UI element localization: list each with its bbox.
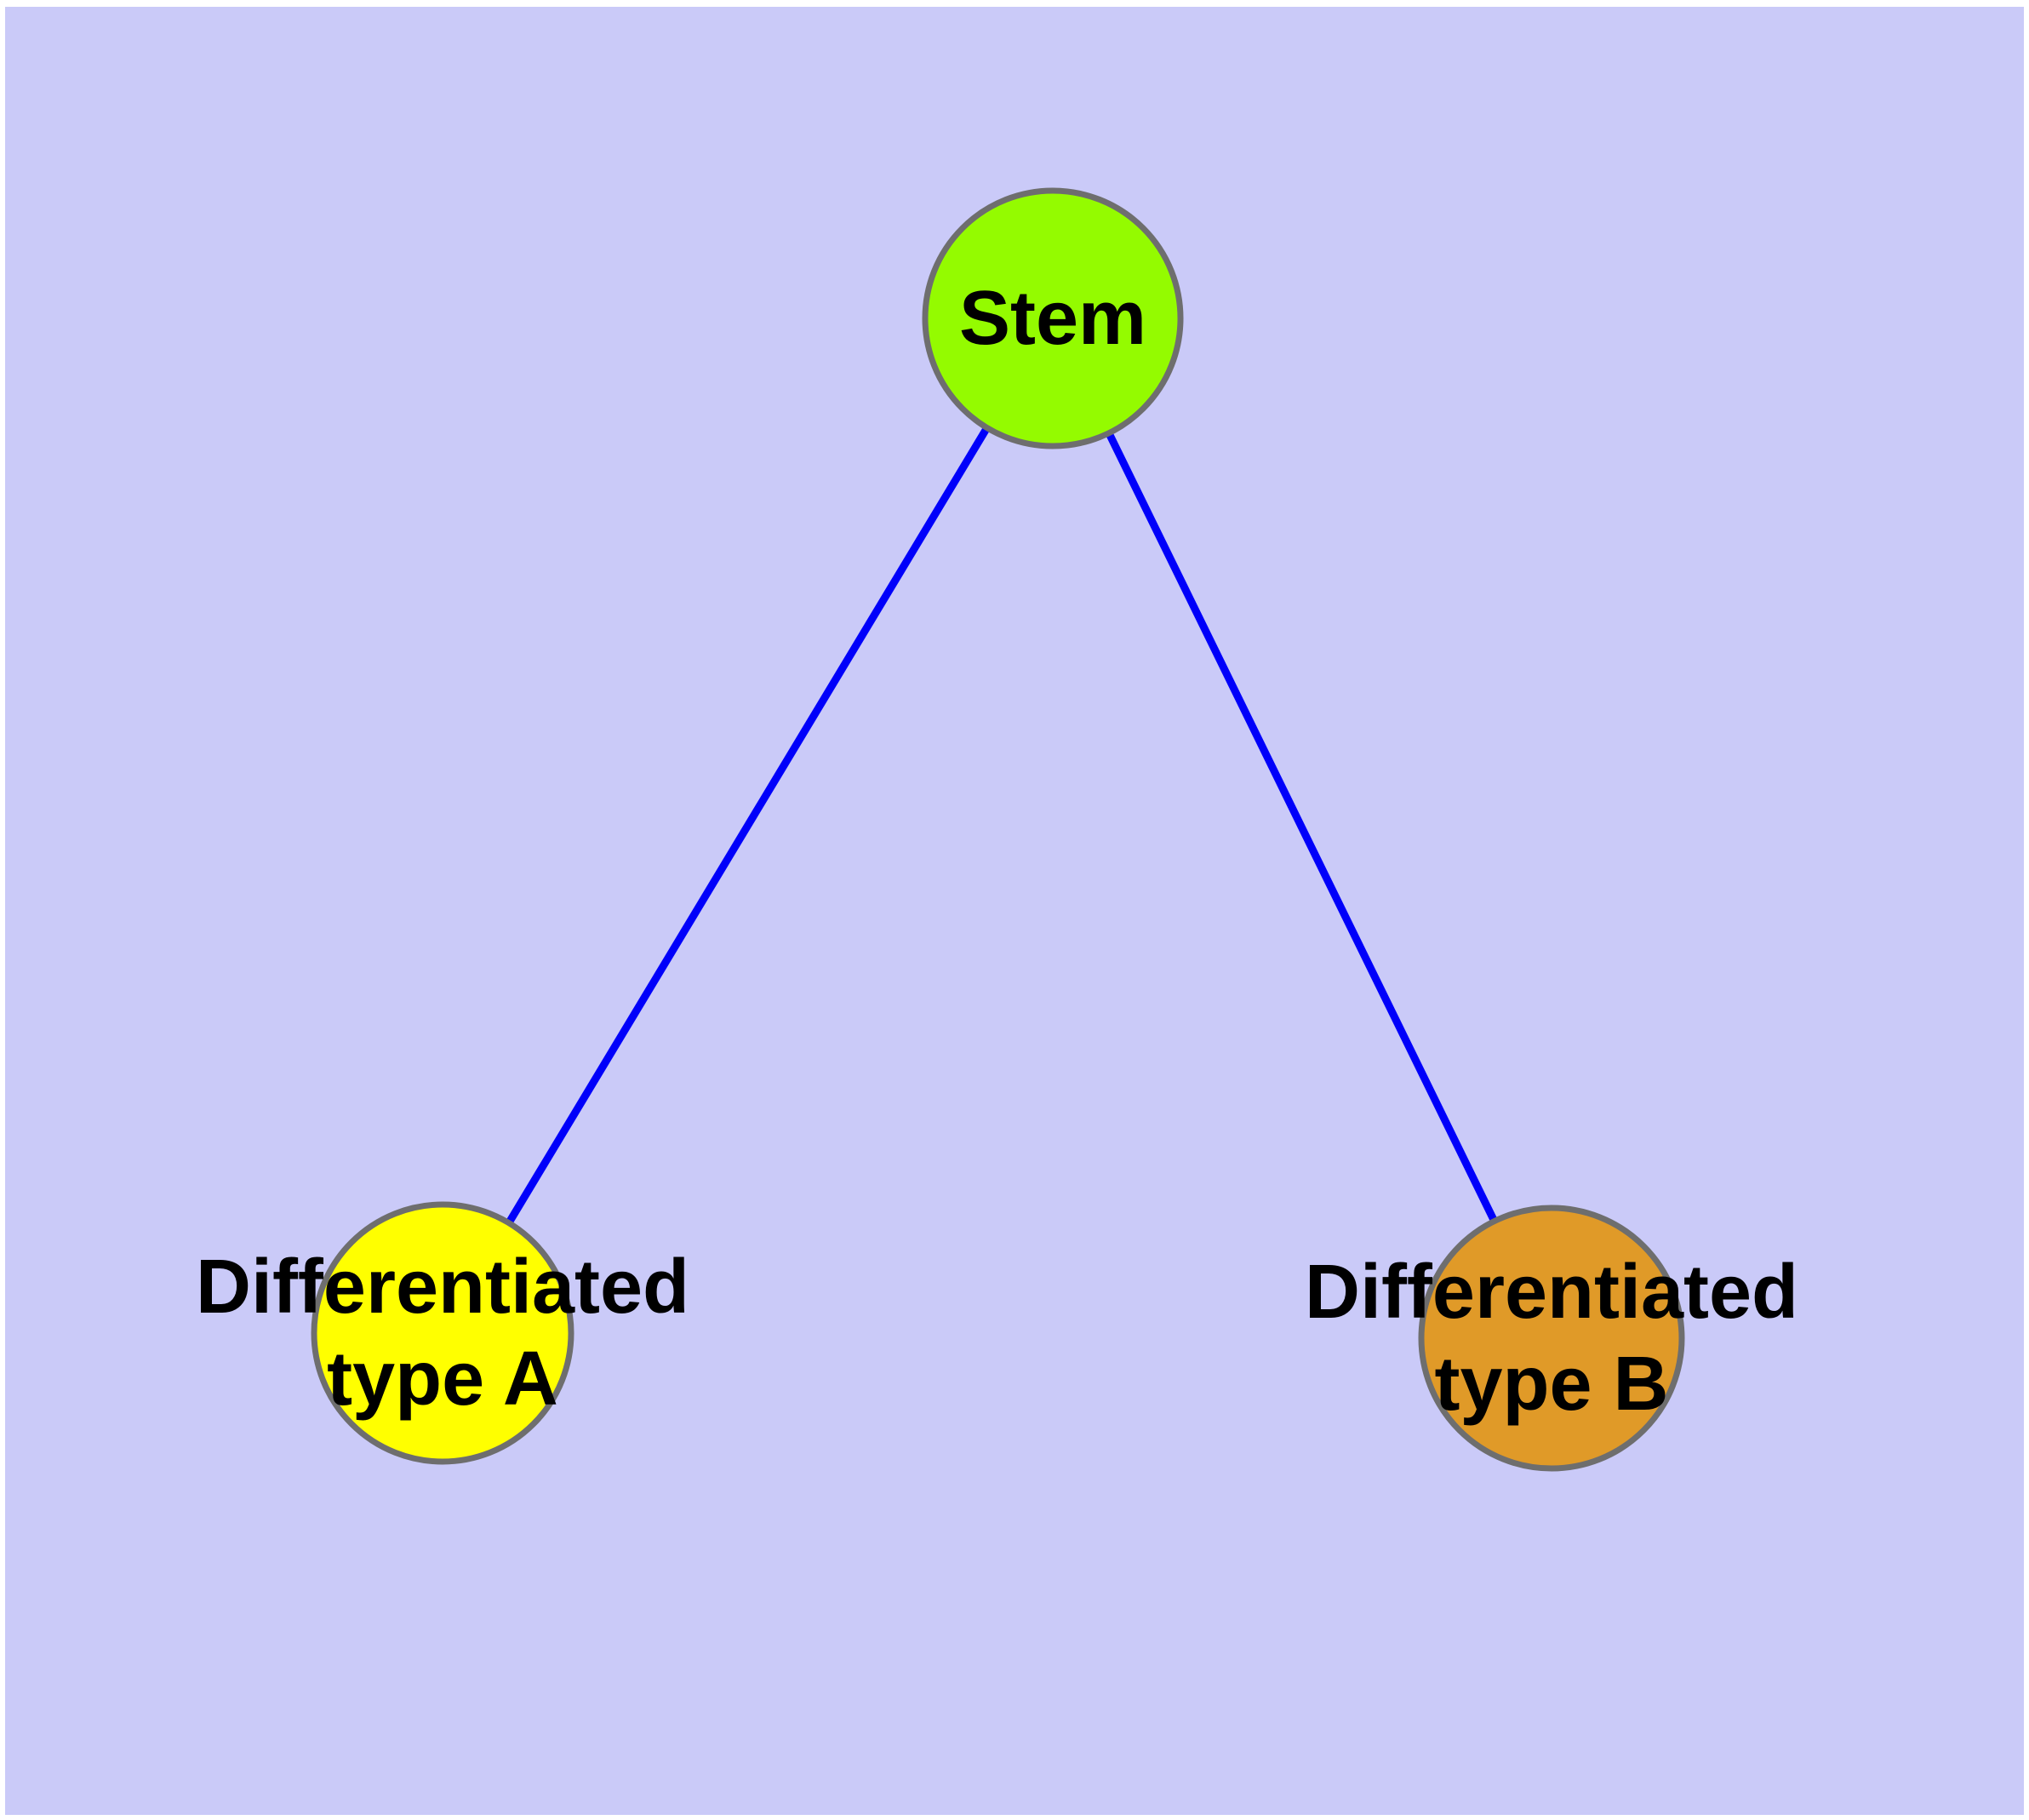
node-typeA-circle	[311, 1201, 574, 1465]
node-stem-circle	[922, 187, 1184, 449]
node-typeB-circle	[1418, 1205, 1685, 1472]
edge-stem-to-typeA	[439, 316, 1056, 1336]
edge-stem-to-typeB	[1049, 317, 1556, 1340]
